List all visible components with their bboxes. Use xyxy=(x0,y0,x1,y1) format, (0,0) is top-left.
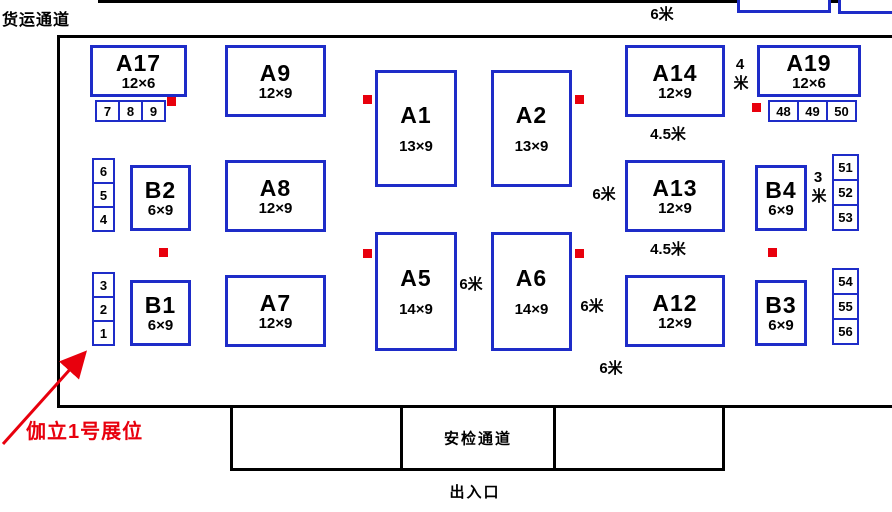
sub-booth-3: 3 xyxy=(92,272,115,298)
dimension-label: 4.5米 xyxy=(650,126,686,143)
booth-size-label: 12×9 xyxy=(658,314,692,332)
sub-booth-6: 6 xyxy=(92,158,115,184)
sub-booth-55: 55 xyxy=(832,293,859,320)
booth-name-label: A19 xyxy=(786,49,832,76)
booth-name-label: B4 xyxy=(765,176,797,203)
booth-A6: A6 14×9 xyxy=(491,232,572,351)
booth-size-label: 12×9 xyxy=(258,84,293,102)
dimension-label: 4.5米 xyxy=(650,241,686,258)
dimension-label: 6米 xyxy=(580,298,604,315)
sub-booth-52: 52 xyxy=(832,179,859,206)
booth-size-label: 13×9 xyxy=(399,137,433,155)
dimension-label: 4米 xyxy=(731,56,749,92)
sub-booth-2: 2 xyxy=(92,296,115,322)
booth-name-label: A12 xyxy=(652,289,698,316)
booth-name-label: A9 xyxy=(259,59,292,86)
security-corridor: 安检通道 xyxy=(230,405,725,471)
cropped-booth xyxy=(838,0,892,14)
booth-size-label: 12×9 xyxy=(658,84,692,102)
booth-name-label: A14 xyxy=(652,59,698,86)
sub-booth-56: 56 xyxy=(832,318,859,345)
sub-booth-9: 9 xyxy=(141,100,166,122)
booth-name-label: B1 xyxy=(144,291,177,318)
booth-name-label: B3 xyxy=(765,291,797,318)
booth-size-label: 12×9 xyxy=(258,314,293,332)
booth-name-label: A17 xyxy=(115,49,162,76)
booth-marker xyxy=(768,248,777,257)
sub-booth-53: 53 xyxy=(832,204,859,231)
sub-booth-48: 48 xyxy=(768,100,799,122)
security-channel-label: 安检通道 xyxy=(443,430,512,448)
hall-wall-bottom-right xyxy=(722,405,892,408)
booth-size-label: 12×6 xyxy=(121,74,156,92)
dimension-label: 6米 xyxy=(650,6,674,23)
booth-size-label: 6×9 xyxy=(768,201,794,219)
hall-wall-bottom-left xyxy=(57,405,233,408)
sub-booth-7: 7 xyxy=(95,100,120,122)
sub-booth-8: 8 xyxy=(118,100,143,122)
sub-booth-54: 54 xyxy=(832,268,859,295)
sub-booth-5: 5 xyxy=(92,182,115,208)
booth-name-label: A6 xyxy=(515,264,548,291)
booth-marker xyxy=(363,95,372,104)
booth-marker xyxy=(575,95,584,104)
hall-wall-left xyxy=(57,35,60,408)
booth-name-label: A2 xyxy=(515,101,548,128)
booth-marker xyxy=(575,249,584,258)
booth-A2: A2 13×9 xyxy=(491,70,572,187)
booth-A5: A5 14×9 xyxy=(375,232,457,351)
corridor-divider xyxy=(400,408,403,468)
sub-booth-51: 51 xyxy=(832,154,859,181)
booth-name-label: A1 xyxy=(400,101,432,128)
cropped-booth xyxy=(737,0,831,13)
freight-channel-label: 货运通道 xyxy=(2,12,71,29)
booth-marker xyxy=(159,248,168,257)
booth-size-label: 12×9 xyxy=(658,199,692,217)
booth-size-label: 12×9 xyxy=(258,199,293,217)
booth-name-label: A7 xyxy=(259,289,292,316)
booth-size-label: 12×6 xyxy=(792,74,826,92)
booth-name-label: A8 xyxy=(259,174,292,201)
dimension-label: 3米 xyxy=(809,169,827,205)
dimension-label: 6米 xyxy=(599,360,623,377)
booth-name-label: B2 xyxy=(144,176,177,203)
booth-marker xyxy=(752,103,761,112)
booth-size-label: 14×9 xyxy=(399,300,433,318)
sub-booth-50: 50 xyxy=(826,100,857,122)
hall-wall-top xyxy=(57,35,892,38)
sub-booth-1: 1 xyxy=(92,320,115,346)
booth-marker xyxy=(167,97,176,106)
top-boundary-line xyxy=(98,0,892,3)
sub-booth-4: 4 xyxy=(92,206,115,232)
booth-size-label: 13×9 xyxy=(514,137,549,155)
sub-booth-49: 49 xyxy=(797,100,828,122)
entrance-exit-label: 出入口 xyxy=(449,484,501,501)
booth-name-label: A5 xyxy=(400,264,432,291)
booth-marker xyxy=(363,249,372,258)
booth-size-label: 14×9 xyxy=(514,300,549,318)
booth-A1: A1 13×9 xyxy=(375,70,457,187)
booth-name-label: A13 xyxy=(652,174,698,201)
booth-size-label: 6×9 xyxy=(768,316,794,334)
callout-text: 伽立1号展位 xyxy=(26,421,144,443)
booth-size-label: 6×9 xyxy=(147,201,174,219)
dimension-label: 6米 xyxy=(459,276,483,293)
corridor-divider xyxy=(553,408,556,468)
dimension-label: 6米 xyxy=(592,186,616,203)
booth-size-label: 6×9 xyxy=(147,316,174,334)
